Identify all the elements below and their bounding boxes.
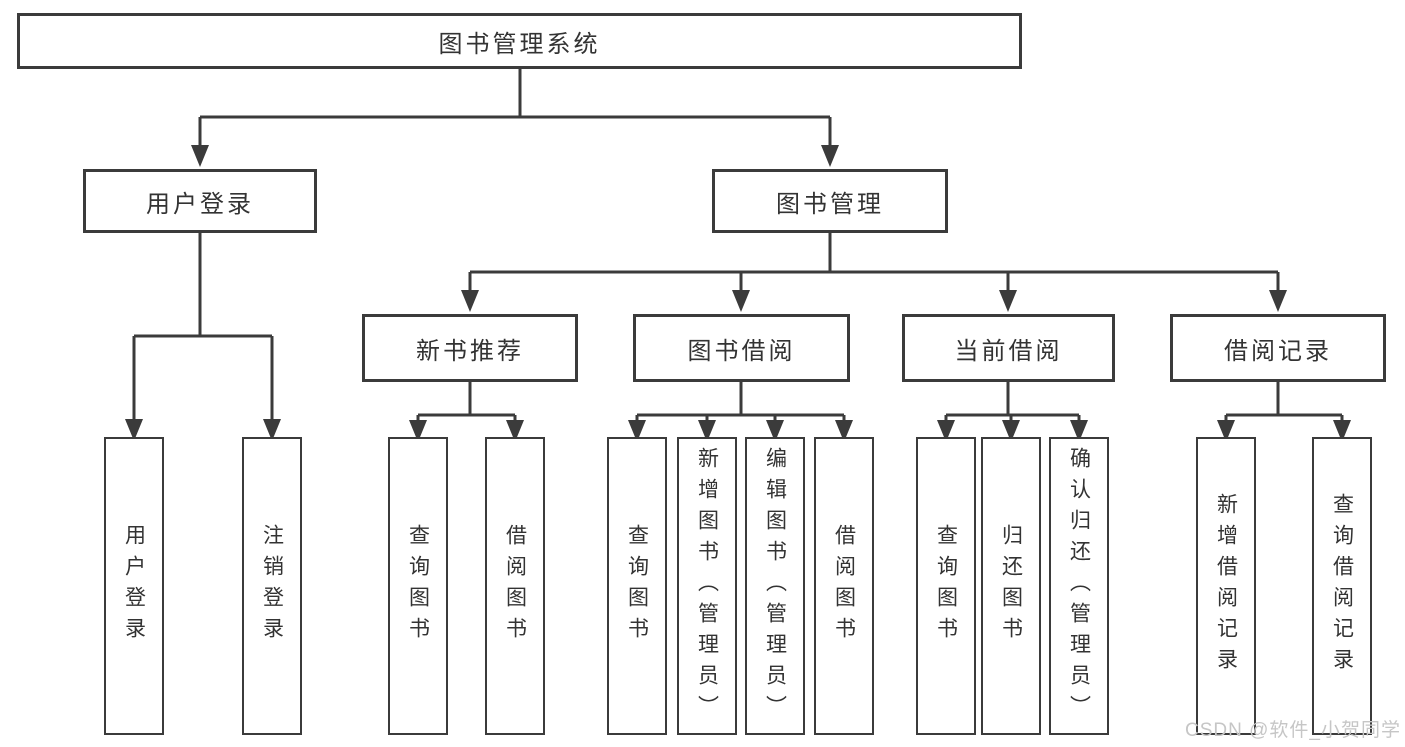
leaf-borrow-query-book: 查询图书 xyxy=(607,437,667,735)
node-book-management: 图书管理 xyxy=(712,169,948,233)
leaf-records-add-record: 新增借阅记录 xyxy=(1196,437,1256,735)
leaf-records-query-record-label: 查询借阅记录 xyxy=(1330,493,1354,679)
leaf-records-add-record-label: 新增借阅记录 xyxy=(1214,493,1238,679)
leaf-logout-login-label: 注销登录 xyxy=(260,524,284,648)
connector-stems xyxy=(132,69,1344,424)
leaf-current-query-book-label: 查询图书 xyxy=(934,524,958,648)
leaf-logout-login: 注销登录 xyxy=(242,437,302,735)
leaf-current-return-book-label: 归还图书 xyxy=(999,524,1023,648)
node-new-book-recommend-label: 新书推荐 xyxy=(416,337,524,365)
leaf-current-return-book: 归还图书 xyxy=(981,437,1041,735)
leaf-rec-borrow-book-label: 借阅图书 xyxy=(503,524,527,648)
leaf-borrow-borrow-book-label: 借阅图书 xyxy=(832,524,856,648)
node-book-borrowing: 图书借阅 xyxy=(633,314,850,382)
leaf-user-login: 用户登录 xyxy=(104,437,164,735)
arrowheads xyxy=(125,145,1351,442)
node-user-login-label: 用户登录 xyxy=(146,190,254,218)
node-borrow-records: 借阅记录 xyxy=(1170,314,1386,382)
node-user-login: 用户登录 xyxy=(83,169,317,233)
leaf-records-query-record: 查询借阅记录 xyxy=(1312,437,1372,735)
leaf-user-login-label: 用户登录 xyxy=(122,524,146,648)
node-borrow-records-label: 借阅记录 xyxy=(1224,337,1332,365)
node-new-book-recommend: 新书推荐 xyxy=(362,314,578,382)
leaf-rec-borrow-book: 借阅图书 xyxy=(485,437,545,735)
leaf-current-query-book: 查询图书 xyxy=(916,437,976,735)
leaf-current-confirm-return-admin-label: 确认归还（管理员） xyxy=(1067,446,1091,726)
node-current-borrowing: 当前借阅 xyxy=(902,314,1115,382)
node-book-management-label: 图书管理 xyxy=(776,190,884,218)
leaf-rec-query-book: 查询图书 xyxy=(388,437,448,735)
node-current-borrowing-label: 当前借阅 xyxy=(954,337,1063,365)
node-book-borrowing-label: 图书借阅 xyxy=(687,337,796,365)
node-root: 图书管理系统 xyxy=(17,13,1022,69)
leaf-borrow-query-book-label: 查询图书 xyxy=(625,524,649,648)
leaf-borrow-edit-book-admin: 编辑图书（管理员） xyxy=(745,437,805,735)
leaf-current-confirm-return-admin: 确认归还（管理员） xyxy=(1049,437,1109,735)
leaf-borrow-borrow-book: 借阅图书 xyxy=(814,437,874,735)
leaf-borrow-add-book-admin: 新增图书（管理员） xyxy=(677,437,737,735)
watermark: CSDN @软件_小贺同学 xyxy=(1185,720,1401,741)
node-root-label: 图书管理系统 xyxy=(438,30,601,58)
leaf-borrow-add-book-admin-label: 新增图书（管理员） xyxy=(695,446,719,726)
leaf-rec-query-book-label: 查询图书 xyxy=(406,524,430,648)
leaf-borrow-edit-book-admin-label: 编辑图书（管理员） xyxy=(763,446,787,726)
